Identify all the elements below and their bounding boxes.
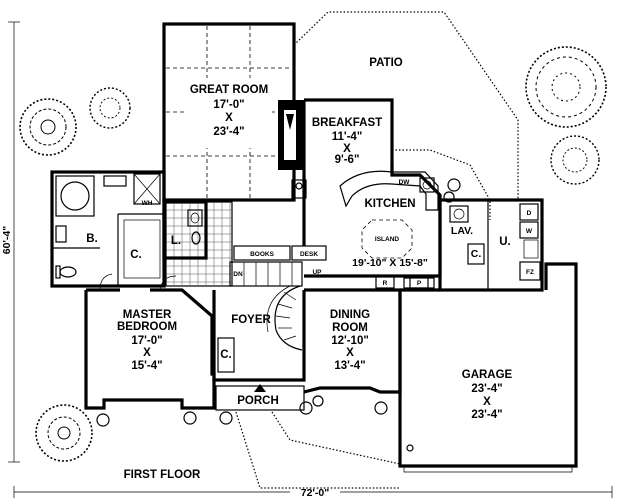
washer-label: W	[526, 228, 533, 235]
dining-room: DINING ROOM 12'-10" X 13'-4"	[303, 288, 402, 394]
kitchen-label: KITCHEN	[364, 198, 415, 210]
linen-label: L.	[171, 235, 181, 247]
foyer-label: FOYER	[231, 314, 271, 326]
fireplace-icon	[278, 100, 307, 199]
books-label: BOOKS	[250, 251, 275, 258]
depth-dimension: 60'-4"	[1, 21, 20, 463]
entry-arrow-icon	[254, 384, 266, 392]
bath-label: B.	[86, 233, 98, 245]
foyer: C. FOYER	[212, 290, 306, 392]
floor-label: FIRST FLOOR	[124, 469, 201, 481]
pantry-label: P	[417, 280, 422, 287]
breakfast: BREAKFAST 11'-4" X 9'-6"	[302, 98, 394, 246]
toilet-icon	[191, 231, 201, 245]
toilet-icon	[55, 265, 77, 279]
shrub-icon	[89, 87, 131, 129]
stairs-up-label: UP	[312, 269, 322, 276]
garage-x: X	[483, 396, 491, 408]
master-label-1: MASTER	[123, 309, 172, 321]
linen-closet: L.	[162, 200, 208, 260]
dining-x: X	[346, 347, 354, 359]
stairs-down-label: DN	[233, 271, 243, 278]
great-room: GREAT ROOM 17'-0" X 23'-4"	[162, 22, 296, 202]
porch: PORCH	[215, 385, 401, 489]
shrub-icon	[96, 178, 461, 427]
lav-label: LAV.	[451, 225, 473, 237]
garage-label: GARAGE	[462, 369, 513, 381]
bathtub-icon	[55, 175, 95, 217]
tree-icon	[35, 404, 93, 462]
great-room-label: GREAT ROOM	[190, 84, 268, 96]
porch-label: PORCH	[237, 395, 279, 407]
lav-closet-label: C.	[471, 248, 482, 260]
garage-depth: 23'-4"	[471, 409, 502, 421]
great-room-width: 17'-0"	[213, 99, 244, 111]
master-bath: WH B. C.	[50, 170, 166, 288]
tree-icon	[19, 98, 77, 156]
bath-closet-label: C.	[130, 249, 142, 261]
island-label: ISLAND	[375, 236, 400, 243]
breakfast-width: 11'-4"	[332, 131, 363, 143]
master-depth: 15'-4"	[131, 360, 162, 372]
dining-label-1: DINING	[330, 309, 370, 321]
patio: PATIO	[293, 11, 519, 200]
breakfast-x: X	[343, 143, 351, 155]
dishwasher-label: DW	[399, 179, 411, 186]
great-room-x: X	[225, 112, 233, 124]
freezer-label: FZ	[526, 269, 534, 276]
master-label-2: BEDROOM	[117, 321, 177, 333]
master-x: X	[143, 347, 151, 359]
dryer-label: D	[527, 210, 532, 217]
foyer-closet-label: C.	[220, 349, 232, 361]
breakfast-label: BREAKFAST	[312, 117, 382, 129]
great-room-depth: 23'-4"	[213, 126, 244, 138]
kitchen: DW ISLAND KITCHEN 19'-10" X 15'-8" R P	[304, 165, 442, 289]
breakfast-depth: 9'-6"	[335, 154, 360, 166]
lav-utility: LAV. C. U. D W FZ	[438, 198, 544, 292]
width-dim-label: 72'-0"	[301, 487, 330, 499]
master-width: 17'-0"	[131, 335, 162, 347]
width-dimension: 72'-0"	[13, 484, 613, 499]
tree-icon	[525, 46, 607, 128]
tree-icon	[550, 135, 600, 185]
patio-label: PATIO	[369, 57, 402, 69]
dining-depth: 13'-4"	[334, 360, 365, 372]
refrigerator-label: R	[383, 280, 388, 287]
dining-label-2: ROOM	[332, 322, 368, 334]
kitchen-dims: 19'-10" X 15'-8"	[352, 257, 428, 269]
depth-dim-label: 60'-4"	[1, 226, 13, 255]
master-bedroom: MASTER BEDROOM 17'-0" X 15'-4"	[84, 273, 216, 410]
desk-label: DESK	[300, 251, 318, 258]
dining-width: 12'-10"	[331, 335, 369, 347]
garage: GARAGE 23'-4" X 23'-4"	[398, 262, 578, 473]
garage-width: 23'-4"	[471, 383, 502, 395]
books-desk: BOOKS DESK	[233, 245, 327, 261]
stairs-icon: DN UP	[229, 261, 322, 351]
utility-label: U.	[499, 236, 511, 248]
sink-icon	[190, 212, 200, 224]
water-heater-label: WH	[142, 200, 153, 207]
